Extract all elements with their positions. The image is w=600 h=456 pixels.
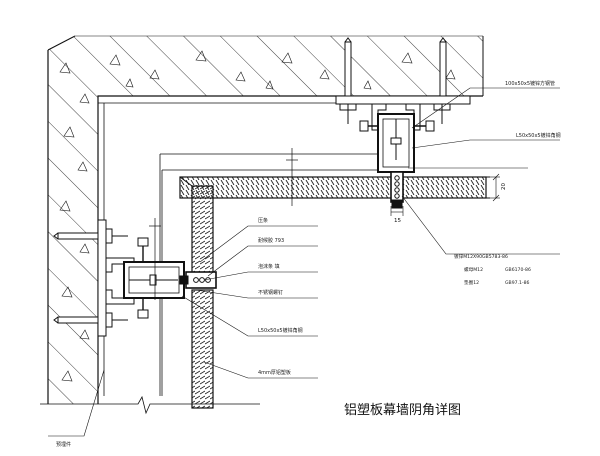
label-angle-left: L50x50x5镀锌角钢 (258, 327, 303, 334)
dimensions (390, 173, 500, 216)
label-washer: 垫圈12 (464, 279, 479, 286)
break-line (40, 395, 260, 415)
label-angle-right: L50x50x5镀锌角钢 (516, 132, 561, 139)
label-panel: 4mm厚铝塑板 (258, 369, 291, 376)
label-bolt: 镀锌M12X90GB5783-86 (454, 253, 508, 260)
leader-lines-left (48, 225, 318, 437)
label-weather-sealant: 耐候胶 793 (258, 237, 284, 244)
label-nut-std: GB6170-86 (505, 267, 531, 273)
section-markers (149, 148, 298, 300)
label-washer-std: GB97.1-86 (505, 280, 530, 286)
top-steel-support (335, 37, 471, 209)
dim-20: 20 (501, 183, 507, 190)
label-pressing-strip: 压条 (258, 217, 268, 224)
leader-lines-right (401, 87, 560, 255)
concrete-aggregate (59, 50, 456, 382)
label-tube-top: 100x50x5镀锌方钢管 (505, 80, 555, 87)
label-embedded-part: 预埋件 (56, 441, 71, 448)
top-panel (179, 176, 490, 199)
label-nut: 螺母M12 (464, 266, 483, 273)
label-stainless-screw: 不锈钢螺钉 (258, 289, 283, 296)
dim-15: 15 (394, 218, 401, 224)
label-foam-rod: 泡沫条 填 (258, 263, 280, 270)
concrete-wall (47, 35, 484, 404)
drawing-title: 铝塑板幕墙阴角详图 (344, 403, 461, 418)
left-steel-support (53, 219, 217, 337)
